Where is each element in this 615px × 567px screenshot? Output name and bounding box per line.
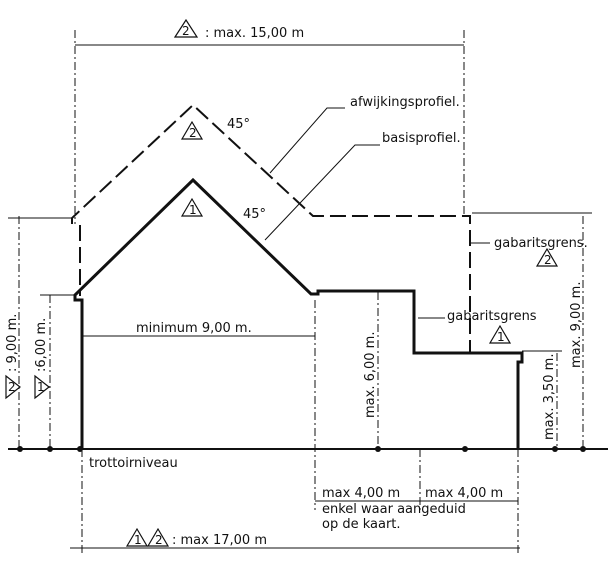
bottom-max-label: : max 17,00 m [172,533,267,548]
max-900-right-label: max. 9,00 m. [569,282,584,368]
svg-text:1: 1 [37,380,45,394]
svg-text:2: 2 [189,126,197,140]
leader-afwijkingsprofiel [269,107,345,174]
max-350-label: max. 3,50 m. [542,354,557,440]
base-profile-outline [73,177,524,449]
max-400-a-label: max 4,00 m [322,486,400,501]
triangle-badge-roof-upper: 2 [180,120,204,140]
max-600-label: max. 6,00 m. [363,332,378,418]
angle-upper-label: 45° [227,117,250,132]
left-900-label: : 9,00 m. [5,314,20,372]
max-400-b-label: max 4,00 m [425,486,503,501]
left-600-label: :6,00 m. [34,318,49,372]
triangle-badge-left-900: 2 [5,374,21,400]
angle-lower-label: 45° [243,207,266,222]
afwijkingsprofiel-label: afwijkingsprofiel. [350,95,460,110]
triangle-badge-top: 2 [173,18,199,38]
top-max-label: : max. 15,00 m [205,26,304,41]
svg-text:2: 2 [8,380,16,394]
enkel-line-2: op de kaart. [322,517,401,532]
triangle-badge-gabarit-2: 2 [535,247,559,267]
triangle-badge-bottom-1: 1 [125,527,149,547]
leader-basisprofiel [264,144,380,241]
triangle-badge-bottom-2: 2 [146,527,170,547]
triangle-badge-roof-lower: 1 [180,197,204,217]
svg-text:2: 2 [544,253,552,267]
enkel-line-1: enkel waar aangeduid [322,502,466,517]
svg-text:1: 1 [189,203,197,217]
deviation-profile-outline [71,103,471,353]
triangle-badge-left-600: 1 [34,374,50,400]
gabaritsgrens-2-label: gabaritsgrens. [494,236,588,251]
svg-text:1: 1 [134,533,142,547]
minimum-label: minimum 9,00 m. [136,321,252,336]
svg-text:2: 2 [182,24,190,38]
gabaritsgrens-1-label: gabaritsgrens [447,309,537,324]
svg-text:1: 1 [497,330,505,344]
svg-text:2: 2 [155,533,163,547]
basisprofiel-label: basisprofiel. [382,131,461,146]
triangle-badge-gabarit-1: 1 [488,324,512,344]
trottoirniveau-label: trottoirniveau [89,456,178,471]
